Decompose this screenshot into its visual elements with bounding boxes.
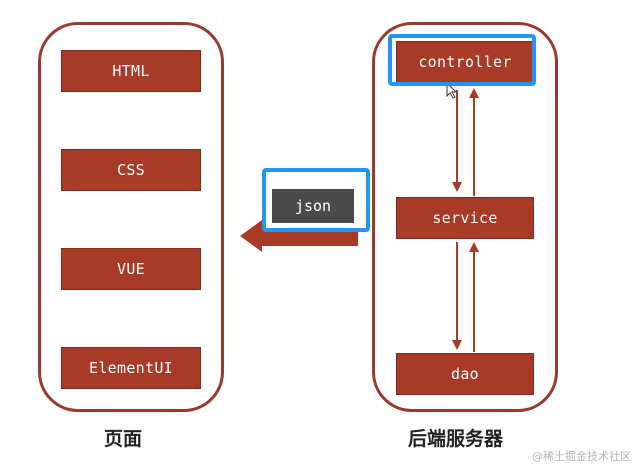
controller-highlight <box>388 34 536 86</box>
json-box: json <box>272 189 354 223</box>
watermark: @稀土掘金技术社区 <box>532 450 631 463</box>
service-dao-arrows <box>452 242 479 352</box>
controller-service-arrows <box>452 88 479 196</box>
elementui-box: ElementUI <box>61 347 201 389</box>
vue-box: VUE <box>61 248 201 290</box>
html-box: HTML <box>61 50 201 92</box>
controller-box: controller <box>396 41 534 83</box>
css-box: CSS <box>61 149 201 191</box>
backend-title: 后端服务器 <box>408 428 504 450</box>
service-box: service <box>396 197 534 239</box>
frontend-title: 页面 <box>104 428 143 450</box>
mouse-pointer-icon <box>446 81 458 99</box>
dao-box: dao <box>396 353 534 395</box>
json-highlight <box>262 168 370 232</box>
